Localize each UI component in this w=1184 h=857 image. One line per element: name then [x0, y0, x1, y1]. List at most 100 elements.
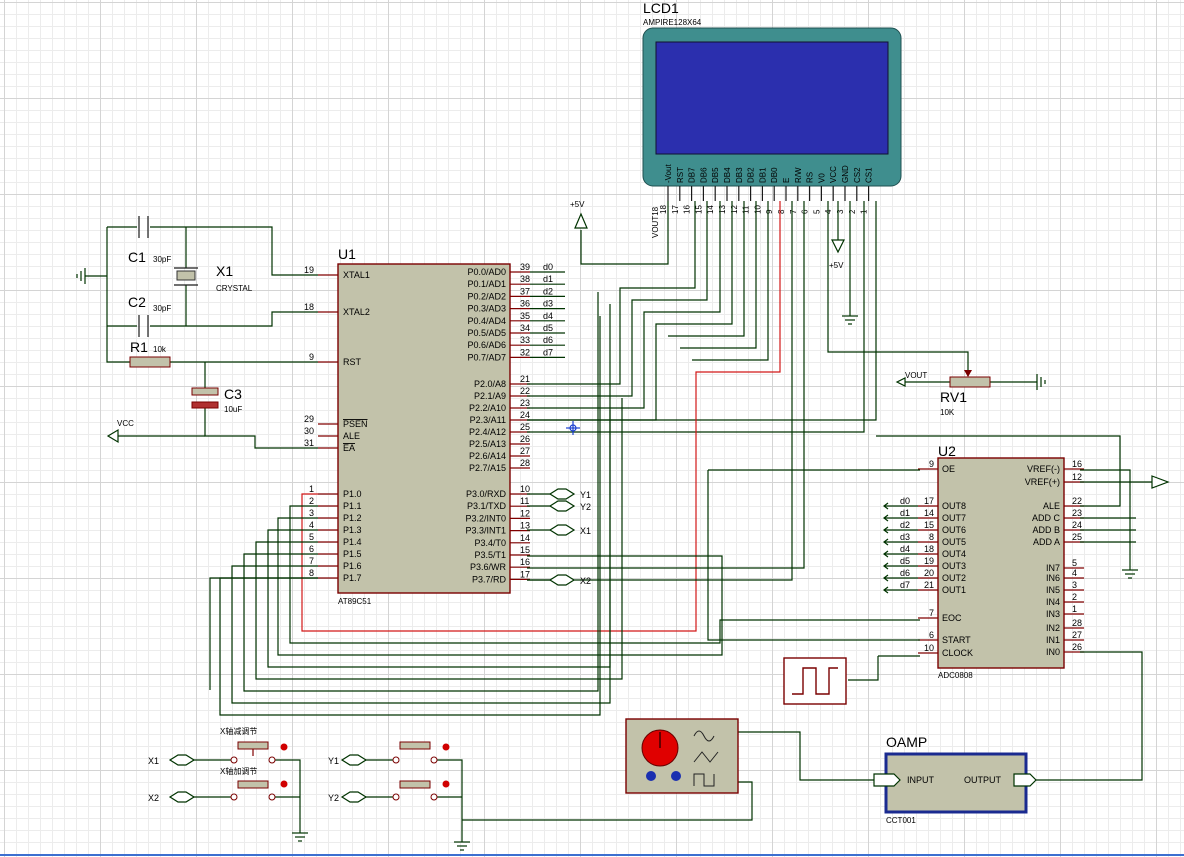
- u1-pin-number: 26: [520, 434, 530, 444]
- u2-net-label: d0: [900, 496, 910, 506]
- wires: [85, 201, 1152, 842]
- lcd-ref: LCD1: [643, 0, 679, 16]
- u1-pin-name: RST: [343, 357, 362, 367]
- u1-pin-name: P3.2/INT0: [465, 513, 506, 523]
- lcd-component[interactable]: LCD1 AMPIRE128X64 -Vout18RST17DB716DB615…: [642, 0, 902, 214]
- button-x-inc[interactable]: X轴加调节: [220, 766, 288, 801]
- capacitor-c1[interactable]: C1 30pF: [128, 216, 171, 265]
- u1-pin-name: P0.7/AD7: [467, 352, 506, 362]
- u2-net-label: d2: [900, 520, 910, 530]
- oamp-ref: OAMP: [886, 734, 927, 750]
- lcd-pin-number: 18: [659, 205, 668, 214]
- u2-pin-name: IN6: [1046, 573, 1060, 583]
- lcd-pin-number: 17: [671, 205, 680, 214]
- u1-pin-name: P3.6/WR: [470, 562, 507, 572]
- lcd-pin-name: V0: [817, 173, 826, 183]
- button-x-dec[interactable]: X轴减调节: [220, 726, 288, 764]
- u2-pin-name: ADD C: [1032, 513, 1061, 523]
- lcd-pin-name: DB2: [747, 167, 756, 183]
- u1-pin-name: P3.4/T0: [474, 538, 506, 548]
- u2-body: [937, 457, 1065, 669]
- function-generator[interactable]: [625, 718, 739, 794]
- lcd-pin-number: 10: [753, 205, 762, 214]
- u2-pin-name: EOC: [942, 613, 962, 623]
- u1-pin-number: 12: [520, 508, 530, 518]
- x-dec-label: X轴减调节: [220, 726, 257, 736]
- u1-pin-number: 16: [520, 557, 530, 567]
- u2-pin-number: 24: [1072, 520, 1082, 530]
- ground-icon: [1036, 374, 1046, 390]
- u2-pin-number: 23: [1072, 508, 1082, 518]
- power-labels: +5V +5V VCC VOUT VOUT18: [106, 200, 1170, 489]
- capacitor-c2[interactable]: C2 30pF: [128, 294, 171, 337]
- terminal-x2-icon: X2: [548, 574, 591, 586]
- u1-pin-number: 29: [304, 414, 314, 424]
- lcd-pin-name: DB3: [735, 167, 744, 183]
- vout-arrow-icon: [895, 377, 906, 387]
- u1-pin-number: 11: [520, 496, 529, 506]
- u2-pin-number: 3: [1072, 580, 1077, 590]
- oamp-output-port-icon: [1013, 773, 1037, 787]
- u1-net-label: d2: [543, 286, 553, 296]
- button-y1[interactable]: [392, 741, 450, 764]
- u2-pin-number: 22: [1072, 496, 1082, 506]
- rv1-ref: RV1: [940, 389, 967, 405]
- u2-net-label: d7: [900, 580, 910, 590]
- u1-pin-name: P0.4/AD4: [467, 316, 506, 326]
- u2-pin-number: 9: [929, 459, 934, 469]
- ground-icon: [292, 832, 308, 842]
- button-y2[interactable]: [392, 780, 450, 801]
- clock-generator[interactable]: [783, 657, 847, 705]
- u2-pin-name: IN5: [1046, 585, 1060, 595]
- u2-pin-number: 8: [929, 532, 934, 542]
- u1-pin-number: 3: [309, 508, 314, 518]
- u1-pin-number: 25: [520, 422, 530, 432]
- terminal-y2-icon: Y2: [548, 500, 591, 512]
- u1-pin-number: 31: [304, 438, 314, 448]
- u2-pin-number: 7: [929, 608, 934, 618]
- u1-pin-name: P0.1/AD1: [467, 279, 506, 289]
- bus-arrow-icon: [883, 502, 889, 510]
- x1-ref: X1: [216, 263, 233, 279]
- u1-pin-name: P2.2/A10: [469, 403, 506, 413]
- u1-pin-number: 2: [309, 496, 314, 506]
- oamp-block[interactable]: OAMP INPUT OUTPUT CCT001: [873, 734, 1037, 825]
- lcd-pin-number: 13: [718, 205, 727, 214]
- u2-pin-name: OUT3: [942, 561, 966, 571]
- u2-pin-number: 4: [1072, 568, 1077, 578]
- u2-pin-name: ADD B: [1032, 525, 1060, 535]
- u2-pin-number: 27: [1072, 630, 1082, 640]
- u1-pin-number: 13: [520, 521, 530, 531]
- u1-pin-name: P3.3/INT1: [465, 526, 506, 536]
- capacitor-c3[interactable]: C3 10uF: [191, 386, 242, 414]
- u1-net-label: d1: [543, 274, 553, 284]
- vout-label: VOUT: [905, 371, 927, 380]
- u1-pin-number: 4: [309, 520, 314, 530]
- u2-net-label: d6: [900, 568, 910, 578]
- u1-pin-name: PSEN: [343, 419, 368, 429]
- u1-pin-number: 23: [520, 398, 530, 408]
- button-net-labels: X1 X2 Y1 Y2: [148, 754, 368, 803]
- square-wave-icon-2: [693, 773, 715, 787]
- resistor-r1[interactable]: R1 10k: [129, 339, 171, 368]
- crystal-x1[interactable]: X1 CRYSTAL: [174, 263, 253, 293]
- c3-ref: C3: [224, 386, 242, 402]
- u2-net-label: d1: [900, 508, 910, 518]
- u1-ref: U1: [338, 246, 356, 262]
- u1-pin-name: P1.6: [343, 561, 362, 571]
- bus-arrow-icon: [883, 514, 889, 522]
- terminal-x1-label: X1: [580, 526, 591, 536]
- c1-ref: C1: [128, 249, 146, 265]
- u2-pin-number: 21: [924, 580, 934, 590]
- u1-pin-name: P3.0/RXD: [466, 489, 507, 499]
- terminal-y2-label: Y2: [580, 502, 591, 512]
- u1-pin-number: 35: [520, 311, 530, 321]
- u2-pin-name: OUT7: [942, 513, 966, 523]
- potentiometer-rv1[interactable]: RV1 10K: [940, 370, 991, 417]
- u2-pin-name: IN7: [1046, 563, 1060, 573]
- oamp-part: CCT001: [886, 816, 916, 825]
- u1-pin-number: 19: [304, 265, 314, 275]
- lcd-pin-number: 7: [789, 209, 798, 214]
